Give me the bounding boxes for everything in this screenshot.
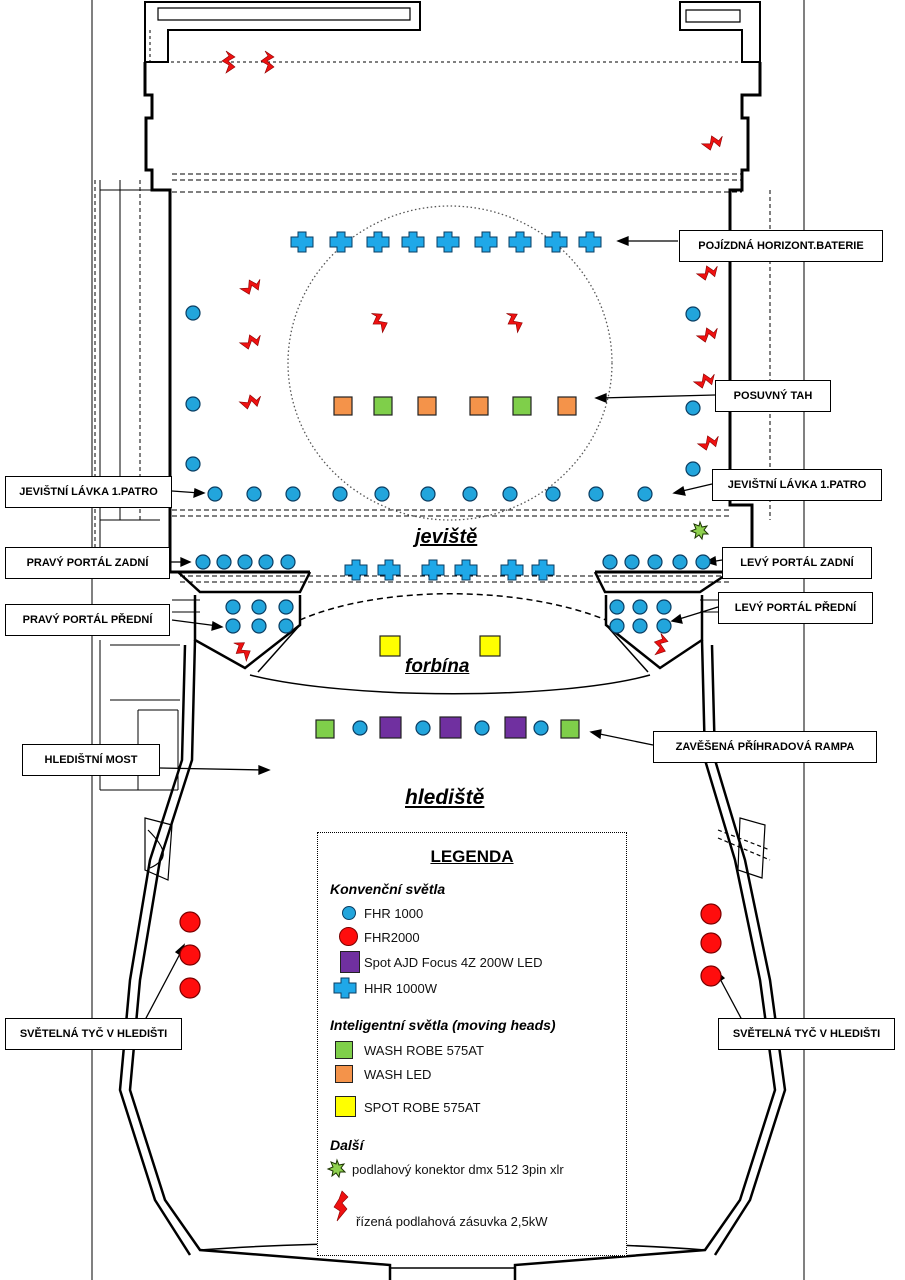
revolving-stage bbox=[287, 205, 613, 521]
legend-item-hhr: HHR 1000W bbox=[330, 976, 437, 1000]
legend-other-heading: Další bbox=[330, 1137, 364, 1153]
callout-truss-rampa: ZAVĚŠENÁ PŘÍHRADOVÁ RAMPA bbox=[653, 731, 877, 763]
legend-item-floor-socket: řízená podlahová zásuvka 2,5kW bbox=[328, 1189, 548, 1233]
fhr1000-fixtures bbox=[185, 305, 711, 736]
legend-label: Spot AJD Focus 4Z 200W LED bbox=[364, 954, 543, 970]
forestage-zone-label: forbína bbox=[405, 656, 470, 677]
legend-title: LEGENDA bbox=[430, 847, 514, 866]
legend: LEGENDA Konvenční světla FHR 1000 FHR200… bbox=[317, 832, 627, 1256]
stage-zone-label: jeviště bbox=[415, 526, 478, 548]
legend-item-spot-ajd: Spot AJD Focus 4Z 200W LED bbox=[330, 950, 542, 974]
legend-intelligent-heading: Inteligentní světla (moving heads) bbox=[330, 1017, 556, 1033]
auditorium-zone-label: hlediště bbox=[405, 786, 485, 809]
legend-item-fhr2000: FHR2000 bbox=[330, 925, 420, 949]
callout-right-portal-front: PRAVÝ PORTÁL PŘEDNÍ bbox=[5, 604, 170, 636]
legend-label: FHR2000 bbox=[364, 929, 420, 945]
legend-label: řízená podlahová zásuvka 2,5kW bbox=[356, 1213, 548, 1229]
legend-label: podlahový konektor dmx 512 3pin xlr bbox=[352, 1161, 564, 1177]
blue-cross-icon bbox=[330, 976, 360, 1000]
legend-item-dmx-connector: podlahový konektor dmx 512 3pin xlr bbox=[326, 1157, 564, 1181]
yellow-square-icon bbox=[330, 1095, 360, 1119]
callout-light-bar-right: SVĚTELNÁ TYČ V HLEDIŠTI bbox=[718, 1018, 895, 1050]
callout-stage-catwalk-left: JEVIŠTNÍ LÁVKA 1.PATRO bbox=[5, 476, 172, 508]
legend-item-wash-led: WASH LED bbox=[330, 1062, 431, 1086]
legend-item-wash-robe: WASH ROBE 575AT bbox=[330, 1038, 484, 1062]
rear-wall bbox=[144, 1, 761, 63]
callout-left-portal-front: LEVÝ PORTÁL PŘEDNÍ bbox=[718, 592, 873, 624]
legend-label: WASH LED bbox=[364, 1066, 432, 1082]
callout-left-portal-rear: LEVÝ PORTÁL ZADNÍ bbox=[722, 547, 872, 579]
red-bolt-icon bbox=[328, 1189, 352, 1233]
dmx-connector-symbol bbox=[689, 520, 710, 541]
moving-head-fixtures bbox=[315, 396, 580, 739]
callout-auditorium-bridge: HLEDIŠTNÍ MOST bbox=[22, 744, 160, 776]
legend-label: SPOT ROBE 575AT bbox=[364, 1099, 481, 1115]
stage-walls bbox=[143, 30, 762, 574]
callout-right-portal-rear: PRAVÝ PORTÁL ZADNÍ bbox=[5, 547, 170, 579]
callout-light-bar-left: SVĚTELNÁ TYČ V HLEDIŠTI bbox=[5, 1018, 182, 1050]
fhr2000-fixtures bbox=[179, 903, 722, 999]
red-dot-icon bbox=[330, 925, 360, 949]
callout-horizont-battery: POJÍZDNÁ HORIZONT.BATERIE bbox=[679, 230, 883, 262]
orange-square-icon bbox=[330, 1062, 360, 1086]
auditorium-doors bbox=[144, 817, 771, 881]
callout-sliding-bar: POSUVNÝ TAH bbox=[715, 380, 831, 412]
green-star-icon bbox=[326, 1157, 348, 1181]
purple-square-icon bbox=[330, 950, 360, 974]
legend-label: HHR 1000W bbox=[364, 980, 437, 996]
stage-grid-lines bbox=[172, 173, 742, 583]
legend-label: WASH ROBE 575AT bbox=[364, 1042, 484, 1058]
green-square-icon bbox=[330, 1038, 360, 1062]
legend-item-spot-robe: SPOT ROBE 575AT bbox=[330, 1095, 481, 1119]
proscenium bbox=[177, 570, 731, 695]
legend-label: FHR 1000 bbox=[364, 905, 424, 921]
callout-stage-catwalk-right: JEVIŠTNÍ LÁVKA 1.PATRO bbox=[712, 469, 882, 501]
legend-conventional-heading: Konvenční světla bbox=[330, 881, 446, 897]
blue-dot-icon bbox=[330, 901, 360, 925]
legend-item-fhr1000: FHR 1000 bbox=[330, 901, 423, 925]
side-structure-lines bbox=[94, 180, 771, 791]
